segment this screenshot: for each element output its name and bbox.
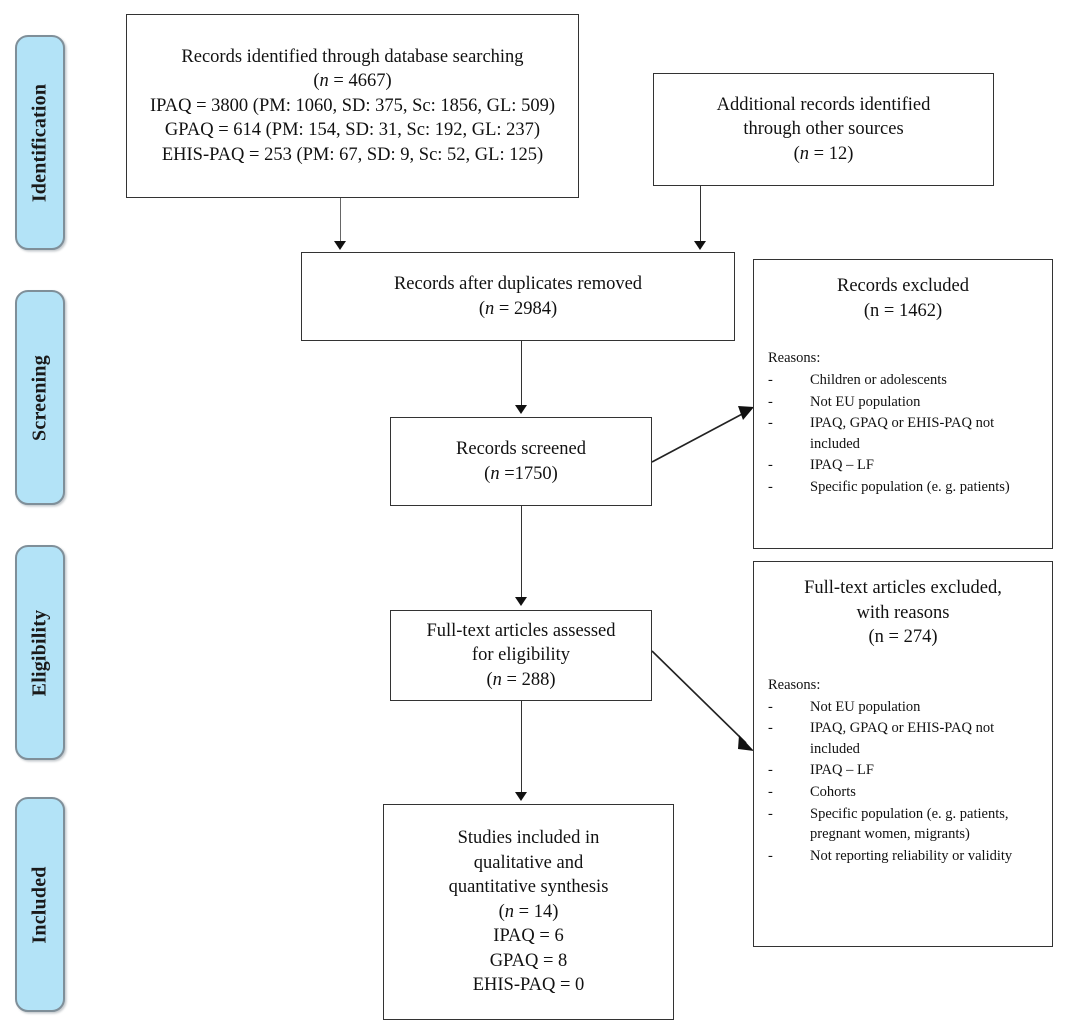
list-item: IPAQ, GPAQ or EHIS-PAQ not included (768, 413, 1044, 454)
duplicates-removed-count: (n = 2984) (478, 298, 558, 319)
list-item: Specific population (e. g. patients) (768, 477, 1044, 498)
list-item: IPAQ – LF (768, 455, 1044, 476)
studies-included-gpaq: GPAQ = 8 (489, 950, 568, 971)
records-identified-ipaq: IPAQ = 3800 (PM: 1060, SD: 375, Sc: 1856… (150, 95, 555, 116)
fulltext-assessed-line2: for eligibility (471, 645, 571, 666)
fulltext-excluded-reasons-label: Reasons: (768, 676, 821, 693)
box-studies-included: Studies included in qualitative and quan… (383, 804, 674, 1020)
list-item: Children or adolescents (768, 370, 1044, 391)
connector-fulltext-to-fulltext-excluded (651, 650, 754, 751)
studies-included-line3: quantitative synthesis (448, 877, 609, 898)
box-records-screened: Records screened (n =1750) (390, 417, 652, 506)
box-duplicates-removed: Records after duplicates removed (n = 29… (301, 252, 735, 341)
records-identified-ehispaq: EHIS-PAQ = 253 (PM: 67, SD: 9, Sc: 52, G… (161, 144, 544, 165)
records-screened-line1: Records screened (456, 438, 586, 459)
stage-tab-included[interactable]: Included (15, 797, 65, 1012)
records-excluded-reasons-label: Reasons: (768, 350, 821, 367)
stage-label-screening: Screening (28, 354, 51, 441)
additional-records-count: (n = 12) (793, 143, 854, 164)
arrowhead-screened-to-fulltext (515, 597, 527, 606)
arrowhead-additional-to-duplicates (694, 241, 706, 250)
fulltext-assessed-text: Full-text articles assessed for eligibil… (391, 619, 651, 693)
fulltext-assessed-count: (n = 288) (486, 669, 556, 690)
stage-label-included: Included (28, 865, 51, 944)
records-identified-line1: Records identified through database sear… (181, 46, 524, 67)
connector-duplicates-to-screened (521, 341, 522, 407)
fulltext-excluded-reasons-list: Not EU population IPAQ, GPAQ or EHIS-PAQ… (754, 697, 1052, 868)
studies-included-ehispaq: EHIS-PAQ = 0 (472, 975, 585, 996)
fulltext-excluded-line1: Full-text articles excluded, (804, 578, 1002, 598)
box-fulltext-excluded: Full-text articles excluded, with reason… (753, 561, 1053, 947)
records-identified-count: (n = 4667) (313, 71, 392, 92)
fulltext-excluded-line2: with reasons (856, 602, 950, 623)
records-excluded-line1: Records excluded (836, 276, 970, 296)
connector-additional-to-duplicates (700, 186, 701, 243)
records-identified-text: Records identified through database sear… (127, 45, 578, 168)
studies-included-text: Studies included in qualitative and quan… (384, 826, 673, 998)
studies-included-ipaq: IPAQ = 6 (493, 926, 564, 947)
additional-records-text: Additional records identified through ot… (654, 93, 993, 167)
fulltext-excluded-count: (n = 274) (868, 627, 938, 648)
studies-included-count: (n = 14) (498, 901, 559, 922)
stage-tab-screening[interactable]: Screening (15, 290, 65, 505)
additional-records-line1: Additional records identified (716, 94, 931, 115)
connector-fulltext-to-included (521, 701, 522, 794)
stage-tab-identification[interactable]: Identification (15, 35, 65, 250)
box-records-excluded: Records excluded (n = 1462) Reasons: Chi… (753, 259, 1053, 549)
list-item: Specific population (e. g. patients, pre… (768, 804, 1044, 845)
records-excluded-reasons-list: Children or adolescents Not EU populatio… (754, 370, 1052, 498)
additional-records-line2: through other sources (743, 119, 904, 140)
list-item: IPAQ – LF (768, 760, 1044, 781)
fulltext-assessed-line1: Full-text articles assessed (426, 620, 616, 641)
list-item: Not reporting reliability or validity (768, 846, 1044, 867)
list-item: IPAQ, GPAQ or EHIS-PAQ not included (768, 718, 1044, 759)
studies-included-line2: qualitative and (473, 852, 584, 873)
records-excluded-title: Records excluded (n = 1462) (754, 274, 1052, 323)
stage-label-identification: Identification (28, 83, 51, 202)
box-additional-records: Additional records identified through ot… (653, 73, 994, 186)
stage-label-eligibility: Eligibility (28, 609, 51, 696)
connector-identified-to-duplicates (340, 198, 341, 243)
list-item: Not EU population (768, 392, 1044, 413)
records-excluded-count: (n = 1462) (863, 300, 943, 321)
records-screened-count: (n =1750) (484, 463, 558, 484)
list-item: Cohorts (768, 782, 1044, 803)
records-screened-text: Records screened (n =1750) (391, 437, 651, 486)
duplicates-removed-text: Records after duplicates removed (n = 29… (302, 272, 734, 321)
stage-tab-eligibility[interactable]: Eligibility (15, 545, 65, 760)
arrowhead-identified-to-duplicates (334, 241, 346, 250)
studies-included-line1: Studies included in (457, 827, 600, 848)
fulltext-excluded-title: Full-text articles excluded, with reason… (754, 576, 1052, 650)
box-records-identified: Records identified through database sear… (126, 14, 579, 198)
box-fulltext-assessed: Full-text articles assessed for eligibil… (390, 610, 652, 701)
connector-screened-to-records-excluded (651, 406, 754, 463)
list-item: Not EU population (768, 697, 1044, 718)
records-identified-gpaq: GPAQ = 614 (PM: 154, SD: 31, Sc: 192, GL… (164, 120, 541, 141)
connector-screened-to-fulltext (521, 506, 522, 599)
duplicates-removed-line1: Records after duplicates removed (393, 273, 643, 294)
arrowhead-fulltext-to-included (515, 792, 527, 801)
arrowhead-duplicates-to-screened (515, 405, 527, 414)
